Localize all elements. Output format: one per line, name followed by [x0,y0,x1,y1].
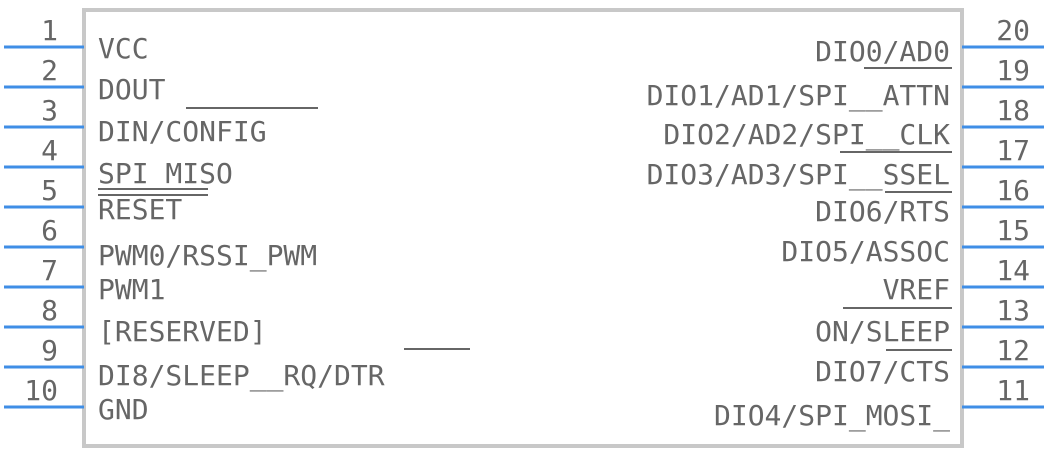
left-pin-lines [4,45,84,409]
pin-number-11: 11 [996,374,1030,407]
pin-label-dio3: DIO3/AD3/SPI__SSEL [647,158,950,192]
pin-number-12: 12 [996,334,1030,367]
right-pin-lines [962,45,1044,409]
pin-number-16: 16 [996,174,1030,207]
pin-label-dio0: DIO0/AD0 [815,35,950,68]
pin-number-8: 8 [41,294,58,327]
right-pin-numbers: 20 19 18 17 16 15 14 13 12 11 [996,14,1030,407]
pin-number-3: 3 [41,94,58,127]
pin-label-gnd: GND [98,393,149,426]
right-pin-labels: DIO0/AD0 DIO1/AD1/SPI__ATTN DIO2/AD2/SPI… [647,35,951,433]
pin-label-din-config: DIN/CONFIG [98,115,267,148]
pin-label-dout: DOUT [98,73,166,106]
left-pin-numbers: 1 2 3 4 5 6 7 8 9 10 [24,14,58,407]
pin-label-spi-miso: SPI_MISO [98,157,233,191]
pin-label-on-sleep: ON/SLEEP [815,315,950,348]
pin-number-5: 5 [41,174,58,207]
pin-number-14: 14 [996,254,1030,287]
pin-label-dio5: DIO5/ASSOC [781,235,950,268]
pin-number-19: 19 [996,54,1030,87]
pin-label-di8-sleep: DI8/SLEEP__RQ/DTR [98,359,385,393]
component-body [82,8,964,448]
left-pin-labels: VCC DOUT DIN/CONFIG SPI_MISO RESET PWM0/… [98,32,385,426]
pin-label-dio1: DIO1/AD1/SPI__ATTN [647,79,950,113]
pin-number-15: 15 [996,214,1030,247]
pin-number-6: 6 [41,214,58,247]
pin-label-reset: RESET [98,193,182,226]
pin-number-10: 10 [24,374,58,407]
pin-number-4: 4 [41,134,58,167]
pin-number-13: 13 [996,294,1030,327]
pin-number-1: 1 [41,14,58,47]
pin-number-7: 7 [41,254,58,287]
pin-label-pwm0-rssi: PWM0/RSSI_PWM [98,239,317,273]
pin-number-17: 17 [996,134,1030,167]
signal-overbars [98,67,952,351]
pin-number-18: 18 [996,94,1030,127]
pin-label-reserved: [RESERVED] [98,315,267,348]
pin-label-vref: VREF [883,273,950,306]
pin-label-dio7: DIO7/CTS [815,355,950,388]
pin-number-9: 9 [41,334,58,367]
pin-label-pwm1: PWM1 [98,273,165,306]
pin-number-2: 2 [41,54,58,87]
pin-number-20: 20 [996,14,1030,47]
pin-label-dio6: DIO6/RTS [815,195,950,228]
pin-label-vcc: VCC [98,32,149,65]
pin-label-dio2: DIO2/AD2/SPI__CLK [663,118,950,152]
pin-label-dio4: DIO4/SPI_MOSI_ [714,399,950,433]
